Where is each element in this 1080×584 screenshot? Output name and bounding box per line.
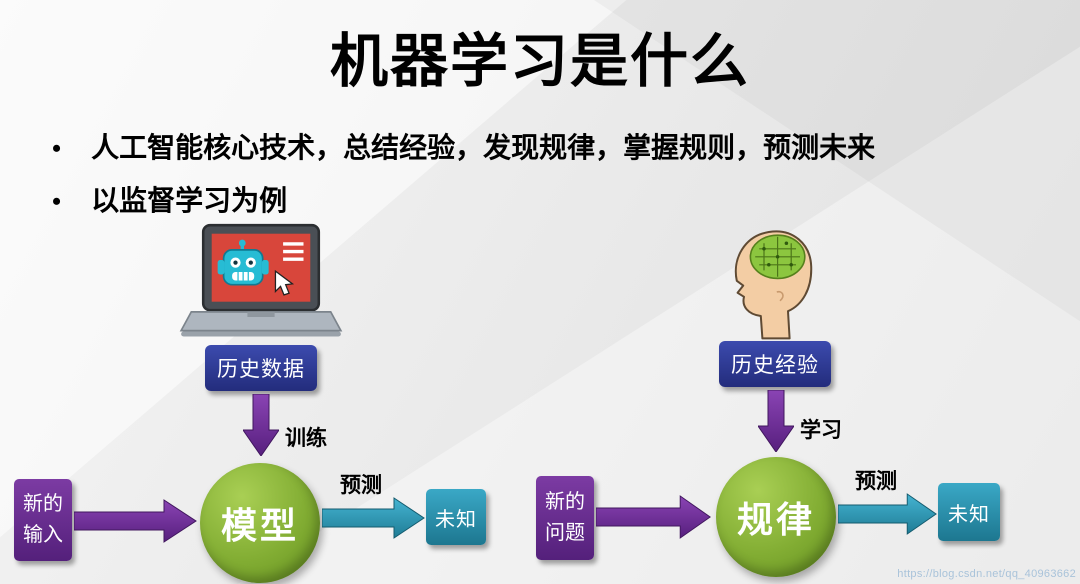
- history-data-box: 历史数据: [205, 345, 317, 391]
- train-label: 训练: [285, 426, 327, 450]
- slide-title: 机器学习是什么: [329, 29, 750, 94]
- history-data-label: 历史数据: [217, 357, 305, 381]
- predict-label: 预测: [855, 469, 897, 493]
- unknown-box: 未知: [938, 483, 1000, 541]
- predict-arrow-icon: [838, 493, 937, 535]
- unknown-label: 未知: [948, 503, 990, 526]
- history-experience-label: 历史经验: [731, 353, 819, 377]
- predict-label: 预测: [340, 473, 382, 497]
- bullet-list: 人工智能核心技术，总结经验，发现规律，掌握规则，预测未来 以监督学习为例: [48, 130, 1053, 236]
- history-experience-box: 历史经验: [719, 341, 831, 387]
- down-arrow-icon: [243, 394, 279, 456]
- watermark: https://blog.csdn.net/qq_40963662: [897, 568, 1076, 580]
- input-arrow-icon: [74, 499, 197, 543]
- new-problem-label: 新的 问题: [545, 491, 585, 544]
- learn-label: 学习: [800, 418, 842, 442]
- head-brain-illustration: [734, 230, 813, 340]
- rule-node: 规律: [716, 457, 836, 577]
- down-arrow-icon: [758, 390, 794, 452]
- new-input-label: 新的 输入: [23, 493, 63, 546]
- bullet-text: 人工智能核心技术，总结经验，发现规律，掌握规则，预测未来: [91, 133, 876, 164]
- new-input-box: 新的 输入: [14, 479, 72, 561]
- laptop-robot-illustration: [179, 223, 343, 337]
- model-label: 模型: [220, 506, 299, 546]
- new-problem-box: 新的 问题: [536, 476, 594, 560]
- unknown-box: 未知: [426, 489, 486, 545]
- bullet-text: 以监督学习为例: [91, 185, 288, 217]
- bullet-item: 人工智能核心技术，总结经验，发现规律，掌握规则，预测未来: [48, 130, 1053, 168]
- bullet-item: 以监督学习为例: [48, 183, 1053, 221]
- predict-arrow-icon: [322, 497, 425, 539]
- model-node: 模型: [200, 463, 320, 583]
- rule-label: 规律: [736, 500, 815, 540]
- input-arrow-icon: [596, 495, 711, 539]
- unknown-label: 未知: [435, 508, 477, 531]
